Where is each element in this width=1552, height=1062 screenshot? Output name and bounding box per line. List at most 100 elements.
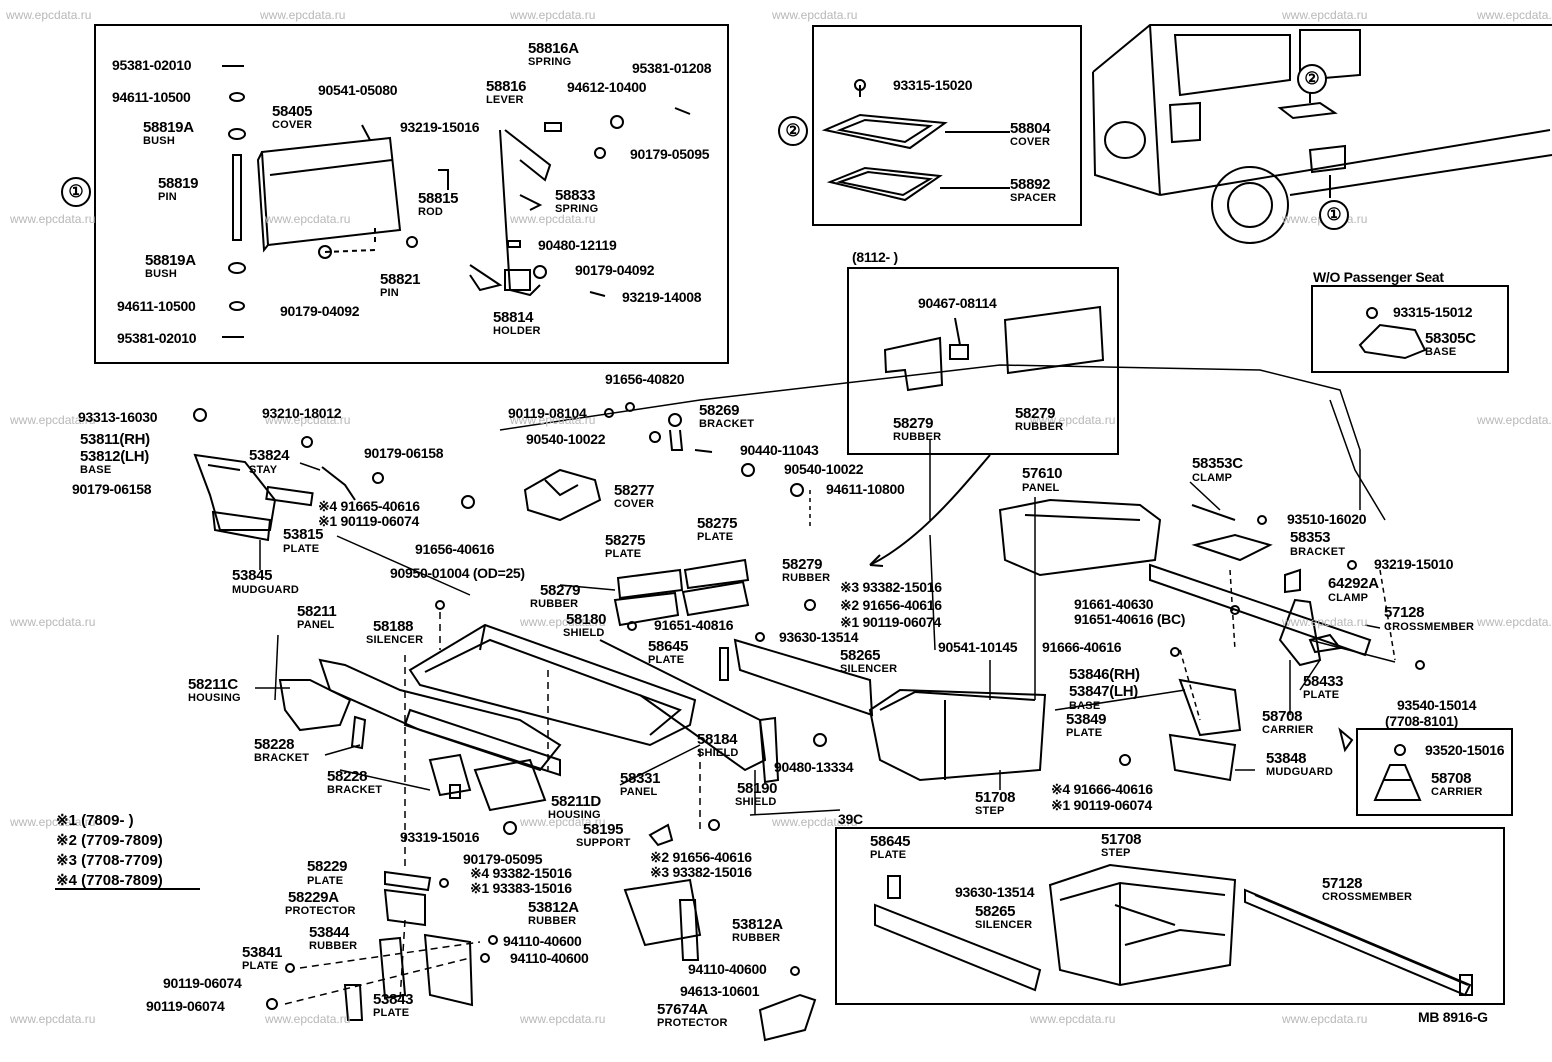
- box-title: (8112- ): [852, 249, 898, 265]
- part-number: ※1 90119-06074: [318, 513, 419, 529]
- part-name: CLAMP: [1192, 472, 1233, 484]
- part-name: RUBBER: [782, 572, 831, 584]
- part-number: 58228: [254, 736, 295, 753]
- watermark: www.epcdata.ru: [1282, 1012, 1368, 1026]
- detail-box-passenger: [1311, 285, 1509, 373]
- part-number: ※1 93383-15016: [470, 880, 572, 896]
- detail-box-carrier: [1356, 728, 1513, 816]
- watermark: www.epcdata.ru: [510, 212, 596, 226]
- legend-note-1: ※1 (7809- ): [56, 812, 134, 829]
- part-name: BRACKET: [327, 784, 383, 796]
- watermark: www.epcdata.ru: [520, 815, 606, 829]
- part-name: RUBBER: [1015, 421, 1064, 433]
- watermark: www.epcdata.ru: [10, 615, 96, 629]
- part-number: 90480-12119: [538, 237, 617, 253]
- callout-1: ①: [61, 177, 91, 207]
- part-number: 94611-10500: [117, 298, 196, 314]
- part-number: 90540-10022: [784, 461, 864, 477]
- part-name: SHIELD: [735, 796, 777, 808]
- part-number: 58269: [699, 402, 740, 419]
- part-number: 90540-10022: [526, 431, 606, 447]
- part-number: 58819A: [143, 119, 194, 136]
- part-number: 90480-13334: [774, 759, 854, 775]
- part-name: STAY: [249, 464, 278, 476]
- part-number: 93219-15016: [400, 119, 480, 135]
- part-number: 58229: [307, 858, 348, 875]
- part-name: MUDGUARD: [232, 584, 299, 596]
- part-number: 57674A: [657, 1001, 708, 1018]
- part-number: 53815: [283, 526, 324, 543]
- part-name: SUPPORT: [576, 837, 631, 849]
- detail-box-1: [94, 24, 729, 364]
- callout-2: ②: [778, 116, 808, 146]
- part-number: 93219-15010: [1374, 556, 1454, 572]
- part-number: 58821: [380, 271, 421, 288]
- part-number: 53849: [1066, 711, 1107, 728]
- watermark: www.epcdata.ru: [1477, 8, 1552, 22]
- part-number: 90119-06074: [146, 998, 225, 1014]
- part-name: HOLDER: [493, 325, 541, 337]
- part-number: 93630-13514: [955, 884, 1035, 900]
- part-name: PROTECTOR: [657, 1017, 728, 1029]
- watermark: www.epcdata.ru: [510, 8, 596, 22]
- part-number: 53812A: [528, 899, 579, 916]
- part-name: PLATE: [648, 654, 685, 666]
- part-number: 58353: [1290, 529, 1331, 546]
- part-name: PLATE: [605, 548, 642, 560]
- part-name: PLATE: [1066, 727, 1103, 739]
- part-name: BASE: [1069, 700, 1101, 712]
- part-number: 57128: [1384, 604, 1425, 621]
- detail-box-39c: [835, 827, 1505, 1005]
- watermark: www.epcdata.ru: [772, 8, 858, 22]
- part-name: PLATE: [307, 875, 344, 887]
- part-number: 94110-40600: [688, 961, 767, 977]
- part-number: 58433: [1303, 673, 1344, 690]
- part-name: RUBBER: [893, 431, 942, 443]
- watermark: www.epcdata.ru: [510, 413, 596, 427]
- part-number: 58195: [583, 821, 624, 838]
- part-number: 58305C: [1425, 330, 1476, 347]
- watermark: www.epcdata.ru: [1282, 8, 1368, 22]
- box8112-parts: [883, 305, 1105, 392]
- part-number: 58279: [893, 415, 934, 432]
- part-number: 57128: [1322, 875, 1363, 892]
- part-name: BRACKET: [1290, 546, 1346, 558]
- part-number: 93210-18012: [262, 405, 342, 421]
- part-name: COVER: [614, 498, 655, 510]
- part-name: SPACER: [1010, 192, 1057, 204]
- part-number: 53848: [1266, 750, 1307, 767]
- part-name: CROSSMEMBER: [1322, 891, 1413, 903]
- passenger-box-parts: [1358, 307, 1427, 360]
- part-number: 58833: [555, 187, 596, 204]
- part-number: 95381-02010: [117, 330, 197, 346]
- part-number: 58814: [493, 309, 534, 326]
- part-number: 51708: [1101, 831, 1142, 848]
- part-number: 90179-06158: [364, 445, 444, 461]
- part-number: 58190: [737, 780, 778, 797]
- part-number: 91661-40630: [1074, 596, 1154, 612]
- part-number: ※1 90119-06074: [1051, 797, 1152, 813]
- part-number: 53812A: [732, 916, 783, 933]
- part-number: 53846(RH): [1069, 666, 1140, 683]
- part-name: SPRING: [555, 203, 599, 215]
- part-name: RUBBER: [309, 940, 358, 952]
- box39c-parts: [874, 863, 1473, 997]
- part-number: 90179-05095: [463, 851, 543, 867]
- part-number: 93510-16020: [1287, 511, 1367, 527]
- part-name: BASE: [1425, 346, 1457, 358]
- legend-note-4: ※4 (7708-7809): [56, 872, 163, 889]
- part-number: 58331: [620, 770, 661, 787]
- part-number: 58819: [158, 175, 199, 192]
- part-number: 93319-15016: [400, 829, 480, 845]
- part-number: ※2 91656-40616: [650, 849, 752, 865]
- part-number: 51708: [975, 789, 1016, 806]
- diagram-code: MB 8916-G: [1418, 1009, 1488, 1025]
- part-number: 58211: [297, 603, 337, 620]
- part-name: BRACKET: [254, 752, 310, 764]
- part-number: ※4 93382-15016: [470, 865, 572, 881]
- part-number: ※3 93382-15016: [840, 579, 942, 595]
- part-name: PANEL: [1022, 482, 1060, 494]
- part-number: 58279: [1015, 405, 1056, 422]
- part-number: 58405: [272, 103, 313, 120]
